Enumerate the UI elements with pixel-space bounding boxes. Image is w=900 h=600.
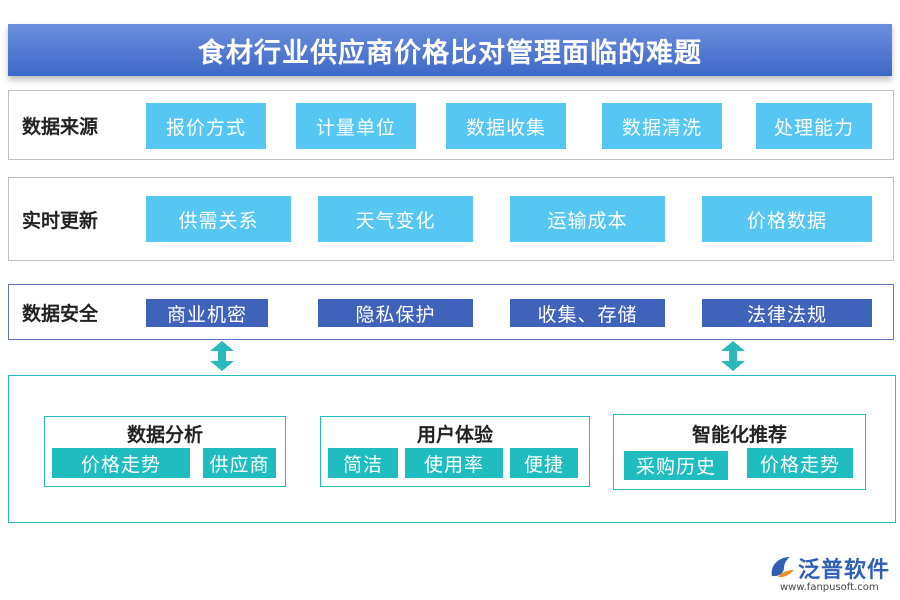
chip-weather-change: 天气变化 — [318, 196, 473, 242]
chip-privacy-protection: 隐私保护 — [318, 299, 473, 327]
chip-data-cleaning: 数据清洗 — [602, 103, 722, 149]
chip-convenient: 便捷 — [510, 448, 578, 478]
chip-processing-capacity: 处理能力 — [756, 103, 872, 149]
chip-supplier: 供应商 — [203, 448, 276, 478]
chip-measure-unit: 计量单位 — [296, 103, 416, 149]
row-data-source-label: 数据来源 — [22, 115, 99, 138]
fanpu-logo-icon — [771, 557, 794, 578]
diagram-title-text: 食材行业供应商价格比对管理面临的难题 — [198, 37, 702, 69]
row-data-security-label: 数据安全 — [22, 302, 99, 325]
chip-simple: 简洁 — [328, 448, 398, 478]
chip-business-secret: 商业机密 — [146, 299, 268, 327]
double-arrow-icon — [721, 341, 745, 371]
logo-name: 泛普软件 — [798, 558, 891, 583]
chip-transport-cost: 运输成本 — [510, 196, 665, 242]
chip-price-trend: 价格走势 — [52, 448, 190, 478]
logo-url: www.fanpusoft.com — [780, 582, 879, 593]
chip-quote-method: 报价方式 — [146, 103, 266, 149]
bottom-container — [8, 375, 896, 523]
chip-price-data: 价格数据 — [702, 196, 872, 242]
chip-data-collection: 数据收集 — [446, 103, 566, 149]
chip-purchase-history: 采购历史 — [624, 451, 728, 480]
group-user-experience-title: 用户体验 — [416, 423, 493, 446]
chip-laws-regulations: 法律法规 — [702, 299, 872, 327]
chip-collect-store: 收集、存储 — [510, 299, 665, 327]
double-arrow-icon — [210, 341, 234, 371]
chip-price-trend-2: 价格走势 — [747, 448, 853, 478]
chip-usage-rate: 使用率 — [405, 448, 503, 478]
row-realtime-update-label: 实时更新 — [22, 209, 99, 232]
diagram-title: 食材行业供应商价格比对管理面临的难题 — [8, 24, 892, 76]
group-data-analysis-title: 数据分析 — [126, 423, 203, 446]
chip-supply-demand: 供需关系 — [146, 196, 291, 242]
group-smart-recommend-title: 智能化推荐 — [691, 423, 787, 446]
